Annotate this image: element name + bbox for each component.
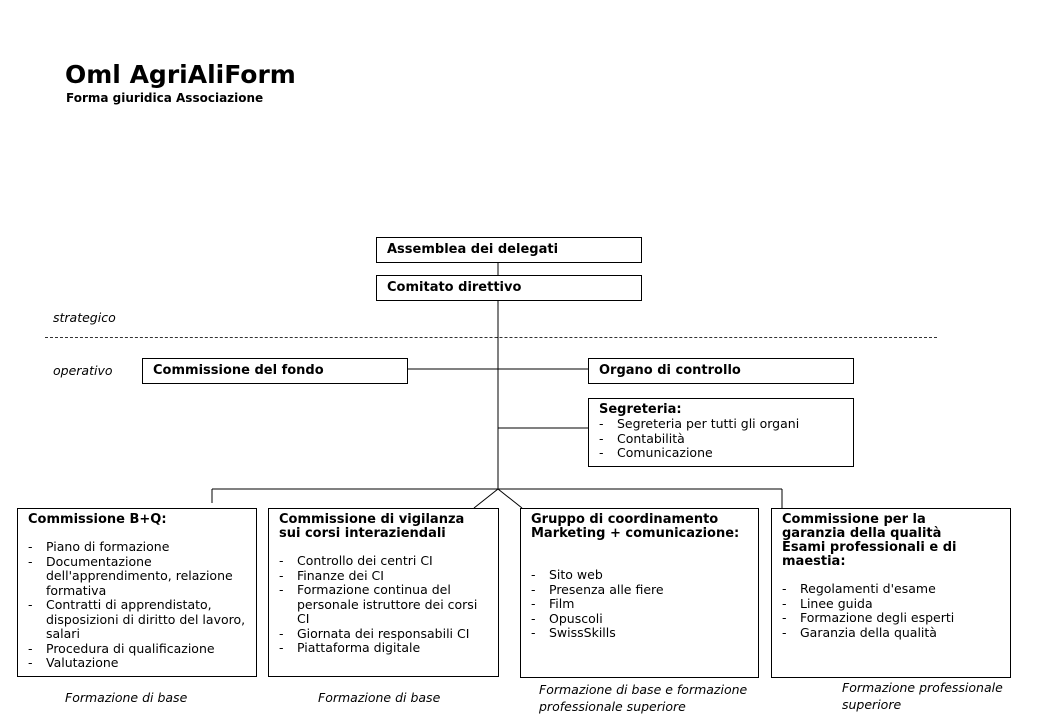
secretariat-box: Segreteria: Segreteria per tutti gli org… [588,398,854,467]
list-item: Formazione continua del personale istrut… [279,582,488,627]
control-body-box: Organo di controllo [588,358,854,384]
secretariat-list: Segreteria per tutti gli organi Contabil… [599,416,843,461]
list-item: Piattaforma digitale [279,640,488,656]
supervision-commission-list: Controllo dei centri CI Finanze dei CI F… [279,553,488,656]
supervision-commission-box: Commissione di vigilanza sui corsi inter… [268,508,499,677]
level-label-operative: operativo [53,363,113,378]
quality-commission-title: Commissione per la garanzia della qualit… [782,512,957,569]
page-subtitle: Forma giuridica Associazione [66,91,264,105]
list-item: Formazione degli esperti [782,610,1000,626]
list-item: Presenza alle fiere [531,582,748,598]
marketing-group-box: Gruppo di coordinamento Marketing + comu… [520,508,759,678]
committee-label: Comitato direttivo [387,280,522,295]
list-item: Valutazione [28,655,246,671]
caption-bq: Formazione di base [65,690,188,705]
list-item: Sito web [531,567,748,583]
caption-supervision: Formazione di base [318,690,441,705]
list-item: Segreteria per tutti gli organi [599,416,843,432]
quality-commission-list: Regolamenti d'esame Linee guida Formazio… [782,581,1000,641]
list-item: Regolamenti d'esame [782,581,1000,597]
list-item: Giornata dei responsabili CI [279,626,488,642]
assembly-box: Assemblea dei delegati [376,237,642,263]
fund-commission-label: Commissione del fondo [153,363,324,378]
secretariat-title: Segreteria: [599,402,682,417]
quality-commission-box: Commissione per la garanzia della qualit… [771,508,1011,678]
committee-box: Comitato direttivo [376,275,642,301]
level-divider [45,337,937,338]
list-item: Contabilità [599,431,843,447]
marketing-group-list: Sito web Presenza alle fiere Film Opusco… [531,567,748,641]
fund-commission-box: Commissione del fondo [142,358,408,384]
list-item: Documentazione dell'apprendimento, relaz… [28,554,246,599]
caption-marketing: Formazione di base e formazione professi… [539,682,748,714]
list-item: Procedura di qualificazione [28,641,246,657]
list-item: Opuscoli [531,611,748,627]
caption-quality: Formazione professionale superiore [842,680,1003,712]
supervision-commission-title: Commissione di vigilanza sui corsi inter… [279,512,465,541]
level-label-strategic: strategico [53,310,116,325]
list-item: Film [531,596,748,612]
list-item: SwissSkills [531,625,748,641]
list-item: Finanze dei CI [279,568,488,584]
commission-bq-box: Commissione B+Q: Piano di formazione Doc… [17,508,257,677]
control-body-label: Organo di controllo [599,363,741,378]
list-item: Contratti di apprendistato, disposizioni… [28,597,246,642]
commission-bq-title: Commissione B+Q: [28,512,167,527]
commission-bq-list: Piano di formazione Documentazione dell'… [28,539,246,671]
assembly-label: Assemblea dei delegati [387,242,559,257]
list-item: Comunicazione [599,445,843,461]
list-item: Piano di formazione [28,539,246,555]
list-item: Garanzia della qualità [782,625,1000,641]
list-item: Linee guida [782,596,1000,612]
marketing-group-title: Gruppo di coordinamento Marketing + comu… [531,512,740,541]
page-title: Oml AgriAliForm [65,60,296,89]
list-item: Controllo dei centri CI [279,553,488,569]
